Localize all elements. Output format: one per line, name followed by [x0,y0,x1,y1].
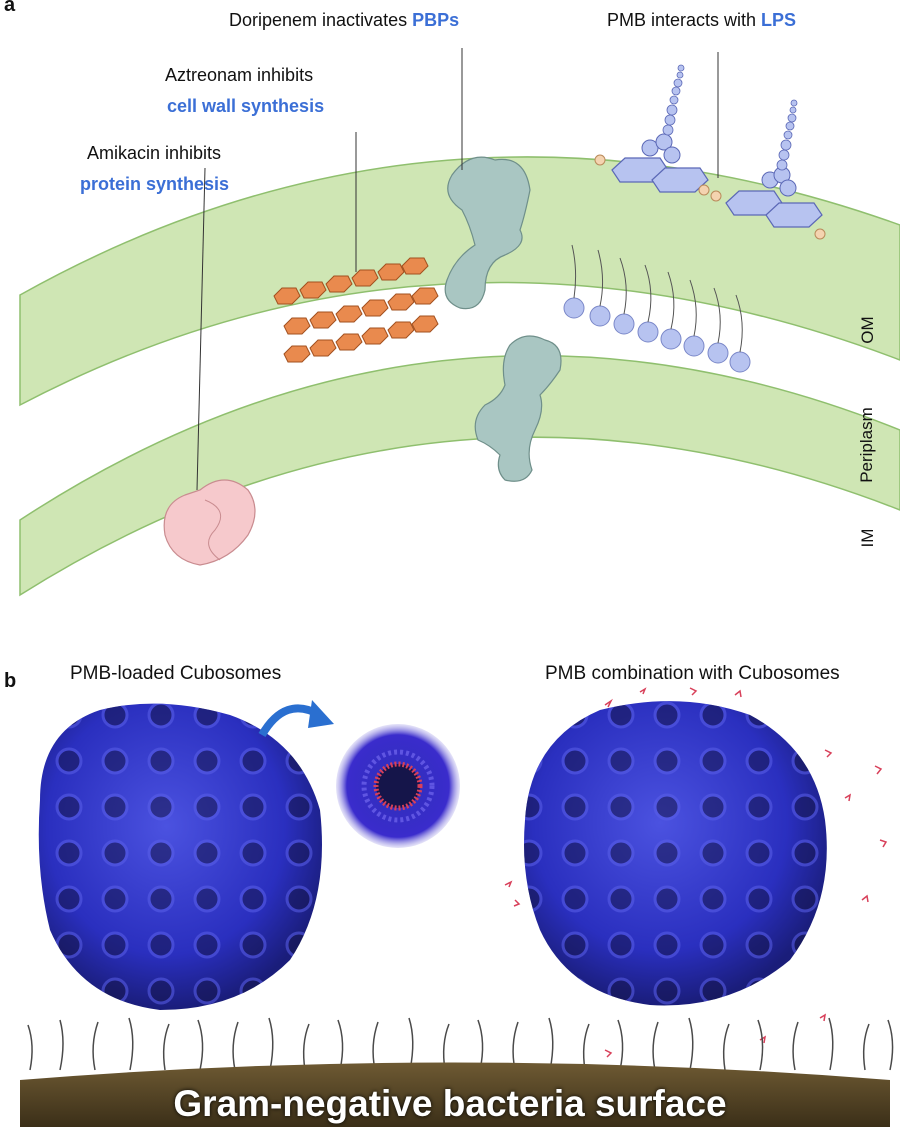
doripenem-label: Doripenem inactivates PBPs [229,10,460,30]
lps-highlight: LPS [761,10,797,30]
pbp-protein-outer [444,156,531,310]
o-antigen [662,64,798,171]
inner-membrane [19,354,900,597]
pbp-protein-inner [474,335,562,482]
aztreonam-target: cell wall synthesis [167,96,325,116]
om-label: OM [858,316,877,344]
pmb-loaded-cubosome [38,703,322,1010]
right-title: PMB combination with Cubosomes [545,663,840,684]
amikacin-label: Amikacin inhibits [87,143,222,163]
bacteria-surface [20,1062,890,1127]
pmb-molecules [594,154,826,240]
ribosome [163,479,256,566]
surface-label: Gram-negative bacteria surface [173,1083,727,1124]
pbps-highlight: PBPs [412,10,460,30]
peptidoglycan-layer [273,257,439,363]
combination-cubosome [524,701,827,1006]
pore-zoom-inset [336,724,460,848]
cubosome-scene [20,687,894,1127]
pmb-lps-label: PMB interacts with LPS [607,10,797,30]
panel-a-letter: a [4,0,16,16]
amikacin-target: protein synthesis [80,174,230,194]
membrane-diagram [19,48,900,597]
panel-b-letter: b [4,670,17,692]
im-label: IM [858,528,877,548]
lps-core [611,157,823,228]
aztreonam-label: Aztreonam inhibits [165,65,314,85]
lps-brush [27,1017,894,1071]
periplasm-label: Periplasm [857,407,876,483]
left-title: PMB-loaded Cubosomes [70,663,282,684]
